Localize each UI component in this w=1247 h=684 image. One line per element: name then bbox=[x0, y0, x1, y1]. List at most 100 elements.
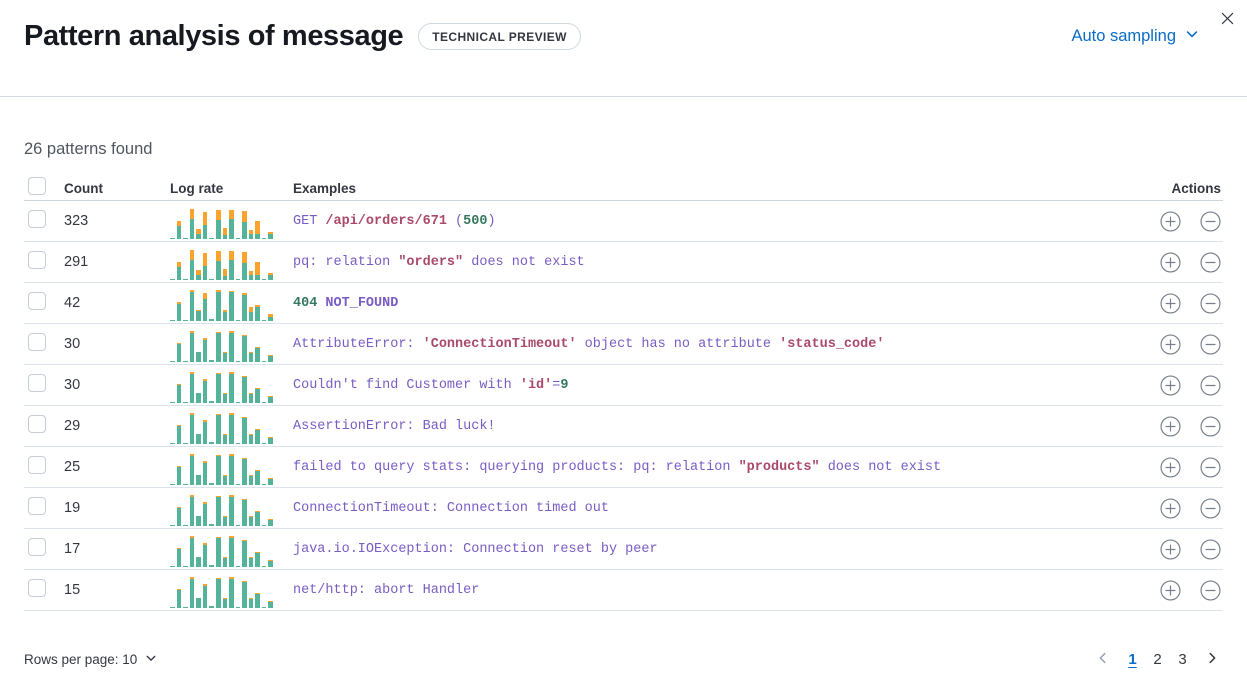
minus-in-circle-icon bbox=[1200, 374, 1222, 396]
row-checkbox[interactable] bbox=[28, 496, 46, 515]
pagination-page-3[interactable]: 3 bbox=[1170, 647, 1195, 672]
rows-per-page-label: Rows per page: 10 bbox=[24, 652, 138, 667]
row-checkbox[interactable] bbox=[28, 414, 46, 433]
minus-in-circle-icon bbox=[1200, 292, 1222, 314]
chevron-down-icon bbox=[1185, 27, 1199, 46]
count-value: 42 bbox=[64, 295, 81, 311]
minus-in-circle-icon bbox=[1200, 456, 1222, 478]
row-checkbox[interactable] bbox=[28, 578, 46, 597]
filter-out-pattern-button[interactable] bbox=[1200, 210, 1222, 232]
plus-in-circle-icon bbox=[1160, 292, 1182, 314]
close-button[interactable] bbox=[1215, 5, 1241, 31]
filter-out-pattern-button[interactable] bbox=[1200, 251, 1222, 273]
filter-in-pattern-button[interactable] bbox=[1160, 456, 1182, 478]
flyout-body: 26 patterns found Count Log rate Example… bbox=[0, 140, 1247, 611]
minus-in-circle-icon bbox=[1200, 210, 1222, 232]
column-header-actions: Actions bbox=[1171, 180, 1221, 196]
chevron-left-icon bbox=[1096, 652, 1110, 668]
filter-out-pattern-button[interactable] bbox=[1200, 415, 1222, 437]
filter-in-pattern-button[interactable] bbox=[1160, 497, 1182, 519]
table-row: 15 net/http: abort Handler bbox=[24, 570, 1223, 611]
close-icon bbox=[1219, 10, 1237, 27]
column-header-log-rate: Log rate bbox=[170, 180, 224, 196]
log-rate-sparkline bbox=[170, 327, 273, 362]
flyout-header: Pattern analysis of message TECHNICAL PR… bbox=[0, 0, 1247, 97]
log-rate-sparkline bbox=[170, 532, 273, 567]
count-value: 291 bbox=[64, 254, 89, 270]
filter-out-pattern-button[interactable] bbox=[1200, 333, 1222, 355]
count-value: 17 bbox=[64, 541, 81, 557]
chevron-right-icon bbox=[1205, 652, 1219, 668]
filter-in-pattern-button[interactable] bbox=[1160, 415, 1182, 437]
example-text: Couldn't find Customer with 'id'=9 bbox=[293, 377, 569, 393]
pagination-page-2[interactable]: 2 bbox=[1145, 647, 1170, 672]
log-rate-sparkline bbox=[170, 245, 273, 280]
patterns-found-count: 26 patterns found bbox=[24, 140, 153, 158]
pagination-next-button[interactable] bbox=[1201, 651, 1223, 668]
row-checkbox[interactable] bbox=[28, 455, 46, 474]
minus-in-circle-icon bbox=[1200, 579, 1222, 601]
select-all-checkbox[interactable] bbox=[28, 176, 46, 195]
minus-in-circle-icon bbox=[1200, 538, 1222, 560]
sampling-dropdown[interactable]: Auto sampling bbox=[1071, 27, 1199, 46]
plus-in-circle-icon bbox=[1160, 210, 1182, 232]
row-checkbox[interactable] bbox=[28, 537, 46, 556]
plus-in-circle-icon bbox=[1160, 251, 1182, 273]
log-rate-sparkline bbox=[170, 286, 273, 321]
example-text: GET /api/orders/671 (500) bbox=[293, 213, 496, 229]
row-checkbox[interactable] bbox=[28, 373, 46, 392]
example-text: net/http: abort Handler bbox=[293, 582, 480, 598]
filter-in-pattern-button[interactable] bbox=[1160, 374, 1182, 396]
row-checkbox[interactable] bbox=[28, 209, 46, 228]
filter-out-pattern-button[interactable] bbox=[1200, 456, 1222, 478]
column-header-examples: Examples bbox=[293, 180, 357, 196]
count-value: 29 bbox=[64, 418, 81, 434]
log-rate-sparkline bbox=[170, 204, 273, 239]
count-value: 15 bbox=[64, 582, 81, 598]
sampling-label: Auto sampling bbox=[1071, 27, 1176, 45]
log-rate-sparkline bbox=[170, 573, 273, 608]
example-text: AttributeError: 'ConnectionTimeout' obje… bbox=[293, 336, 885, 352]
filter-in-pattern-button[interactable] bbox=[1160, 333, 1182, 355]
plus-in-circle-icon bbox=[1160, 497, 1182, 519]
plus-in-circle-icon bbox=[1160, 374, 1182, 396]
log-rate-sparkline bbox=[170, 450, 273, 485]
filter-in-pattern-button[interactable] bbox=[1160, 538, 1182, 560]
table-row: 29 AssertionError: Bad luck! bbox=[24, 406, 1223, 447]
filter-out-pattern-button[interactable] bbox=[1200, 538, 1222, 560]
filter-in-pattern-button[interactable] bbox=[1160, 251, 1182, 273]
table-header-row: Count Log rate Examples Actions bbox=[24, 176, 1223, 201]
technical-preview-badge: TECHNICAL PREVIEW bbox=[418, 23, 581, 50]
filter-in-pattern-button[interactable] bbox=[1160, 292, 1182, 314]
filter-out-pattern-button[interactable] bbox=[1200, 579, 1222, 601]
count-value: 30 bbox=[64, 377, 81, 393]
row-checkbox[interactable] bbox=[28, 250, 46, 269]
log-rate-sparkline bbox=[170, 368, 273, 403]
chevron-down-icon bbox=[145, 652, 157, 667]
example-text: AssertionError: Bad luck! bbox=[293, 418, 496, 434]
count-value: 25 bbox=[64, 459, 81, 475]
pagination-previous-button[interactable] bbox=[1092, 651, 1114, 668]
minus-in-circle-icon bbox=[1200, 251, 1222, 273]
rows-per-page-button[interactable]: Rows per page: 10 bbox=[24, 652, 157, 667]
column-header-count: Count bbox=[64, 180, 103, 196]
log-rate-sparkline bbox=[170, 491, 273, 526]
filter-in-pattern-button[interactable] bbox=[1160, 210, 1182, 232]
filter-out-pattern-button[interactable] bbox=[1200, 374, 1222, 396]
filter-in-pattern-button[interactable] bbox=[1160, 579, 1182, 601]
minus-in-circle-icon bbox=[1200, 497, 1222, 519]
row-checkbox[interactable] bbox=[28, 332, 46, 351]
filter-out-pattern-button[interactable] bbox=[1200, 497, 1222, 519]
minus-in-circle-icon bbox=[1200, 415, 1222, 437]
row-checkbox[interactable] bbox=[28, 291, 46, 310]
filter-out-pattern-button[interactable] bbox=[1200, 292, 1222, 314]
plus-in-circle-icon bbox=[1160, 456, 1182, 478]
pagination-page-1[interactable]: 1 bbox=[1120, 647, 1145, 672]
